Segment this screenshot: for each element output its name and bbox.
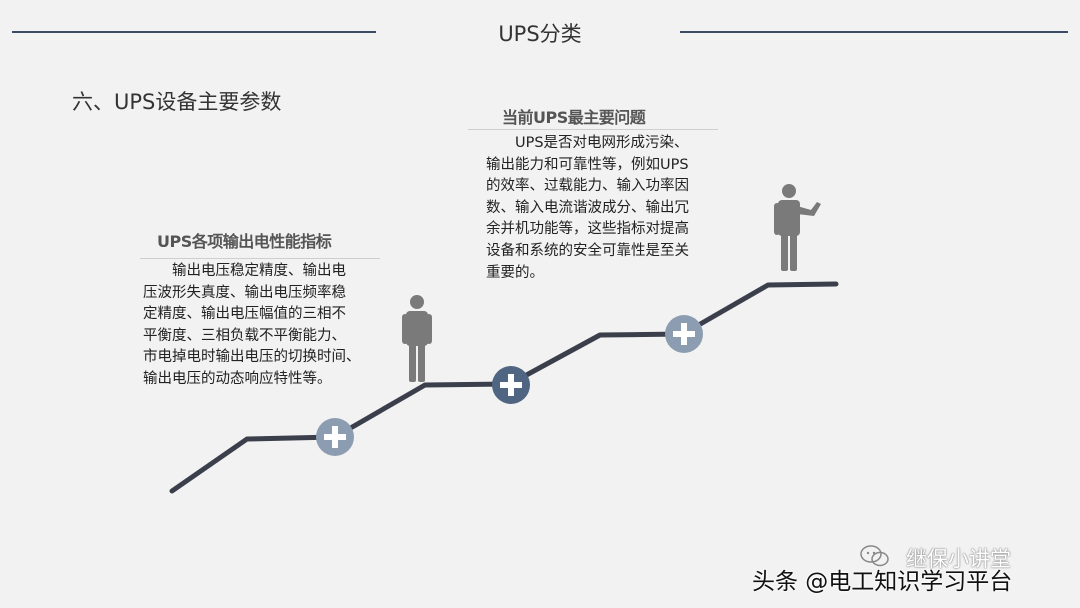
- card-right-divider: [468, 129, 718, 130]
- section-heading: 六、UPS设备主要参数: [72, 90, 282, 114]
- watermark-channel: 继保小讲堂: [906, 547, 1011, 571]
- card-left-body: 输出电压稳定精度、输出电 压波形失真度、输出电压频率稳 定精度、输出电压幅值的三…: [143, 263, 361, 387]
- person-icon: [402, 295, 432, 382]
- plus-circle-icon: [492, 366, 530, 404]
- slide-title: UPS分类: [498, 22, 582, 46]
- card-left-divider: [140, 258, 380, 259]
- plus-circle-icon: [665, 315, 703, 353]
- header-rule-left: [12, 31, 376, 33]
- person-pointing-icon: [774, 184, 821, 271]
- card-right-title: 当前UPS最主要问题: [502, 108, 646, 127]
- watermark-platform: 头条 @电工知识学习平台: [752, 569, 1013, 595]
- card-left-title: UPS各项输出电性能指标: [157, 232, 332, 251]
- card-right-body: UPS是否对电网形成污染、 输出能力和可靠性等，例如UPS 的效率、过载能力、输…: [486, 135, 689, 281]
- header-rule-right: [680, 31, 1068, 33]
- plus-circle-icon: [316, 418, 354, 456]
- wechat-icon: [860, 545, 889, 567]
